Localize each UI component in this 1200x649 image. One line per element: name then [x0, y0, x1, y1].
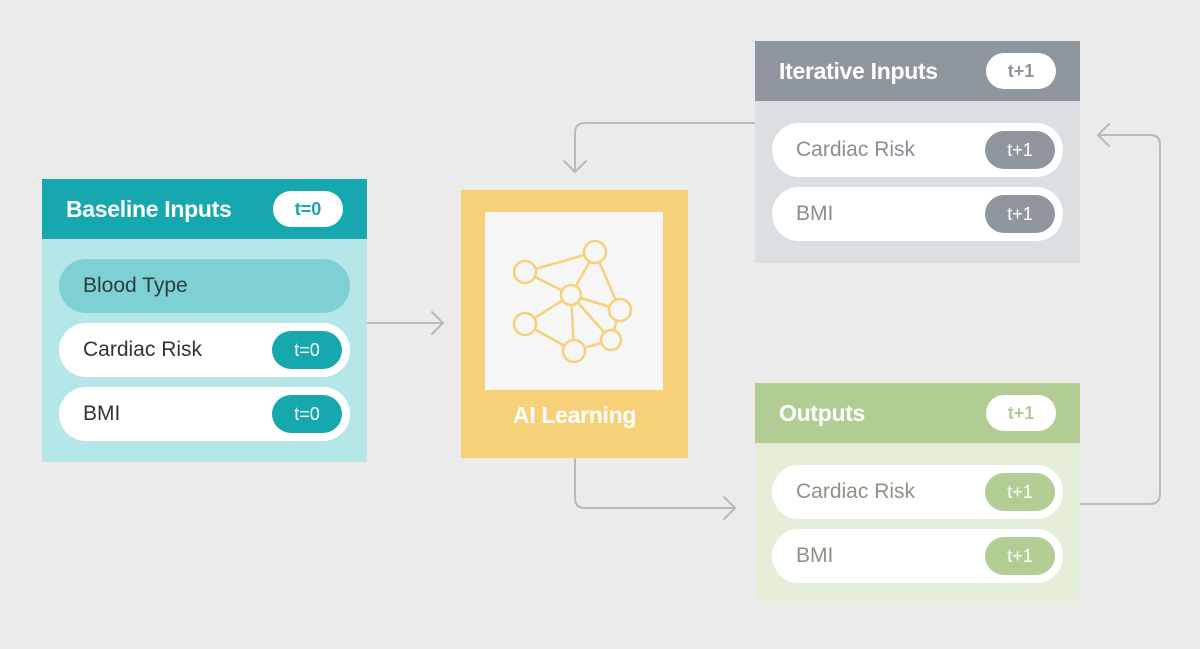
row-label: Cardiac Risk: [796, 138, 916, 161]
baseline-inputs-header: Baseline Inputs t=0: [42, 179, 367, 239]
iterative-row-cardiac-risk: Cardiac Risk t+1: [772, 123, 1063, 177]
iterative-inputs-title: Iterative Inputs: [779, 57, 938, 84]
iterative-time-badge: t+1: [986, 53, 1056, 89]
baseline-row-bmi: BMI t=0: [59, 387, 350, 441]
iterative-inputs-header: Iterative Inputs t+1: [755, 41, 1080, 101]
outputs-header: Outputs t+1: [755, 383, 1080, 443]
outputs-time-badge: t+1: [986, 395, 1056, 431]
row-label: BMI: [83, 402, 121, 425]
time-badge: t=0: [272, 395, 342, 433]
neural-network-icon: [512, 239, 633, 364]
iterative-row-bmi: BMI t+1: [772, 187, 1063, 241]
time-badge: t+1: [985, 473, 1055, 511]
baseline-row-blood-type: Blood Type: [59, 259, 350, 313]
baseline-inputs-title: Baseline Inputs: [66, 195, 232, 222]
iterative-inputs-panel: Iterative Inputs t+1 Cardiac Risk t+1 BM…: [755, 41, 1080, 263]
arrow-baseline-to-ai: [367, 311, 444, 335]
row-label: Cardiac Risk: [83, 338, 203, 361]
row-label: BMI: [796, 544, 834, 567]
row-label: Blood Type: [83, 274, 188, 297]
time-badge: t+1: [985, 131, 1055, 169]
time-badge: t=0: [272, 331, 342, 369]
outputs-panel: Outputs t+1 Cardiac Risk t+1 BMI t+1: [755, 383, 1080, 605]
arrow-iterative-to-ai: [563, 122, 756, 173]
baseline-inputs-panel: Baseline Inputs t=0 Blood Type Cardiac R…: [42, 179, 367, 462]
row-label: BMI: [796, 202, 834, 225]
arrow-outputs-to-iterative: [1079, 123, 1161, 505]
outputs-title: Outputs: [779, 399, 866, 426]
outputs-row-bmi: BMI t+1: [772, 529, 1063, 583]
ai-icon-window: [485, 212, 663, 390]
baseline-time-badge: t=0: [273, 191, 343, 227]
arrow-ai-to-outputs: [574, 458, 736, 520]
ai-learning-block: AI Learning: [461, 190, 688, 458]
ai-learning-label: AI Learning: [512, 402, 637, 428]
baseline-row-cardiac-risk: Cardiac Risk t=0: [59, 323, 350, 377]
outputs-row-cardiac-risk: Cardiac Risk t+1: [772, 465, 1063, 519]
time-badge: t+1: [985, 195, 1055, 233]
row-label: Cardiac Risk: [796, 480, 916, 503]
time-badge: t+1: [985, 537, 1055, 575]
